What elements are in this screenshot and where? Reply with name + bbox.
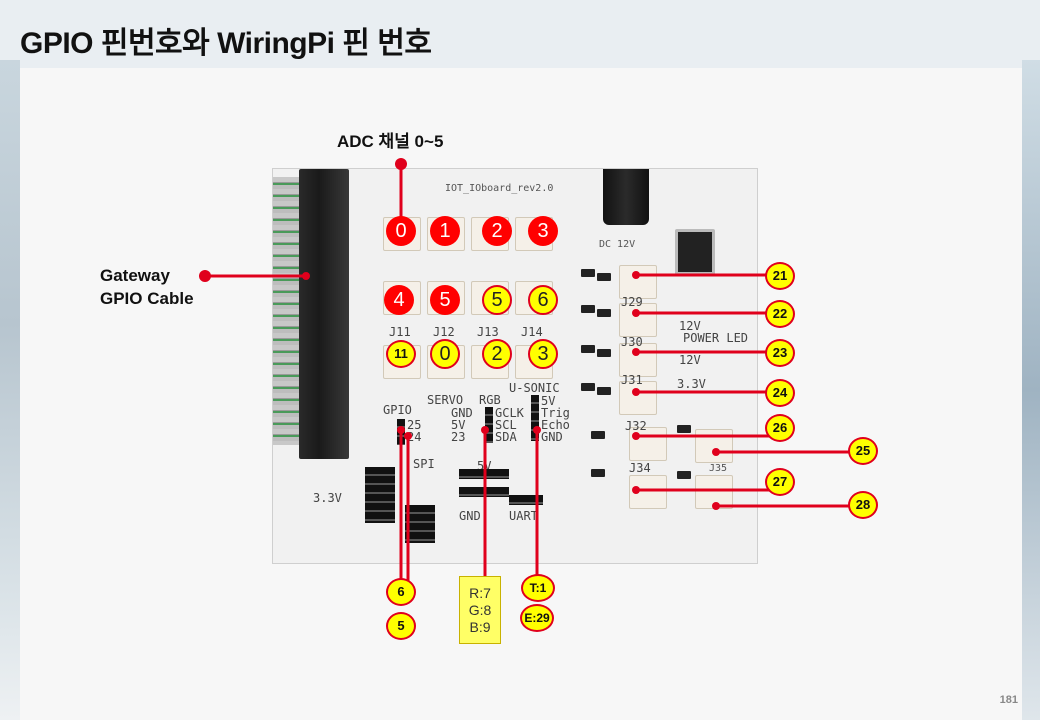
rgb-pin-box: R:7 G:8 B:9 xyxy=(459,576,501,644)
smd-part xyxy=(591,469,605,477)
adc-channel-5: 5 xyxy=(430,285,460,315)
usonic-header-pins xyxy=(531,395,539,441)
rgb-header-pins xyxy=(485,407,493,443)
wiringpi-pin-11: 11 xyxy=(386,340,416,368)
j31-silk: J31 xyxy=(621,373,643,387)
j13-silk: J13 xyxy=(477,325,499,339)
wiringpi-pin-6-bottom: 6 xyxy=(386,578,416,606)
smd-part xyxy=(597,309,611,317)
smd-part xyxy=(581,269,595,277)
wiringpi-pin-25: 25 xyxy=(848,437,878,465)
wiringpi-pin-26: 26 xyxy=(765,414,795,442)
wiringpi-pin-27: 27 xyxy=(765,468,795,496)
j12-silk: J12 xyxy=(433,325,455,339)
j35-silk: J35 xyxy=(709,463,728,474)
gpio-cable-label: GPIO Cable xyxy=(100,289,194,308)
power-switch xyxy=(675,229,715,275)
gpio-silk: GPIO xyxy=(383,403,412,417)
v33-silk: 3.3V xyxy=(677,377,706,391)
usonic-silk: U-SONIC xyxy=(509,381,560,395)
gpio-cable-connector xyxy=(299,169,349,459)
power-led-silk: POWER LED xyxy=(683,331,749,345)
wiringpi-pin-0: 0 xyxy=(430,339,460,369)
smd-part xyxy=(597,349,611,357)
smd-part xyxy=(677,471,691,479)
smd-part xyxy=(591,431,605,439)
smd-part xyxy=(581,305,595,313)
smd-part xyxy=(581,345,595,353)
rgb-blue-pin: B:9 xyxy=(469,619,491,635)
background-left-strip xyxy=(0,60,20,720)
page-number: 181 xyxy=(999,694,1018,706)
adc-channel-3: 3 xyxy=(528,216,558,246)
wiringpi-pin-24: 24 xyxy=(765,379,795,407)
j23-header-pins xyxy=(509,495,543,505)
adc-channel-1: 1 xyxy=(430,216,460,246)
j11-silk: J11 xyxy=(389,325,411,339)
header-j28 xyxy=(619,265,657,299)
smd-part xyxy=(597,273,611,281)
iot-io-board: IOT_IOboard_rev2.0 DC 12V J11 J12 J13 J1… xyxy=(272,168,758,564)
spi-silk: SPI xyxy=(413,457,435,471)
smd-part xyxy=(677,425,691,433)
rgb-green-pin: G:8 xyxy=(468,602,492,618)
j29-silk: J29 xyxy=(621,295,643,309)
wiringpi-pin-5-bottom: 5 xyxy=(386,612,416,640)
wiringpi-pin-22: 22 xyxy=(765,300,795,328)
board-name-silk: IOT_IOboard_rev2.0 xyxy=(445,183,554,194)
j14-silk: J14 xyxy=(521,325,543,339)
adc-label: ADC 채널 0~5 xyxy=(337,132,444,151)
rgb-red-pin: R:7 xyxy=(469,585,491,601)
wiringpi-pin-23: 23 xyxy=(765,339,795,367)
wiringpi-pin-3: 3 xyxy=(528,339,558,369)
wiringpi-pin-21: 21 xyxy=(765,262,795,290)
wiringpi-pin-5: 5 xyxy=(482,285,512,315)
bottom-header-pins xyxy=(405,505,435,543)
adc-channel-4: 4 xyxy=(384,285,414,315)
usonic-trig-badge: T:1 xyxy=(521,574,555,602)
rgb-pins-silk: GCLK SCL SDA xyxy=(495,406,524,444)
header-j31 xyxy=(619,381,657,415)
gnd-silk: GND xyxy=(459,509,481,523)
wiringpi-pin-28: 28 xyxy=(848,491,878,519)
j32-silk: J32 xyxy=(625,419,647,433)
slide-title: GPIO 핀번호와 WiringPi 핀 번호 xyxy=(20,27,432,60)
gateway-label: Gateway xyxy=(100,266,170,285)
dc-jack xyxy=(603,169,649,225)
background-right-strip xyxy=(1022,60,1040,720)
smd-part xyxy=(581,383,595,391)
smd-part xyxy=(597,387,611,395)
spi-header-pins xyxy=(365,467,395,523)
wiringpi-pin-2: 2 xyxy=(482,339,512,369)
j30-silk: J30 xyxy=(621,335,643,349)
v12-silk-b: 12V xyxy=(679,353,701,367)
adc-channel-0: 0 xyxy=(386,216,416,246)
usonic-pins-silk: 5V Trig Echo GND xyxy=(541,394,570,444)
j34-silk: J34 xyxy=(629,461,651,475)
usonic-echo-badge: E:29 xyxy=(520,604,554,632)
rgb-silk: RGB xyxy=(479,393,501,407)
adc-channel-2: 2 xyxy=(482,216,512,246)
gpio-ribbon-cable xyxy=(273,177,303,445)
dc-12v-silk: DC 12V xyxy=(599,239,636,250)
header-j29 xyxy=(619,303,657,337)
uart-silk: UART xyxy=(509,509,538,523)
servo-silk: SERVO xyxy=(427,393,464,407)
v12-silk-a: 12V xyxy=(679,319,701,333)
servo-pins-silk: GND 5V 23 xyxy=(451,406,473,444)
wiringpi-pin-6: 6 xyxy=(528,285,558,315)
v33-bottom-silk: 3.3V xyxy=(313,491,342,505)
